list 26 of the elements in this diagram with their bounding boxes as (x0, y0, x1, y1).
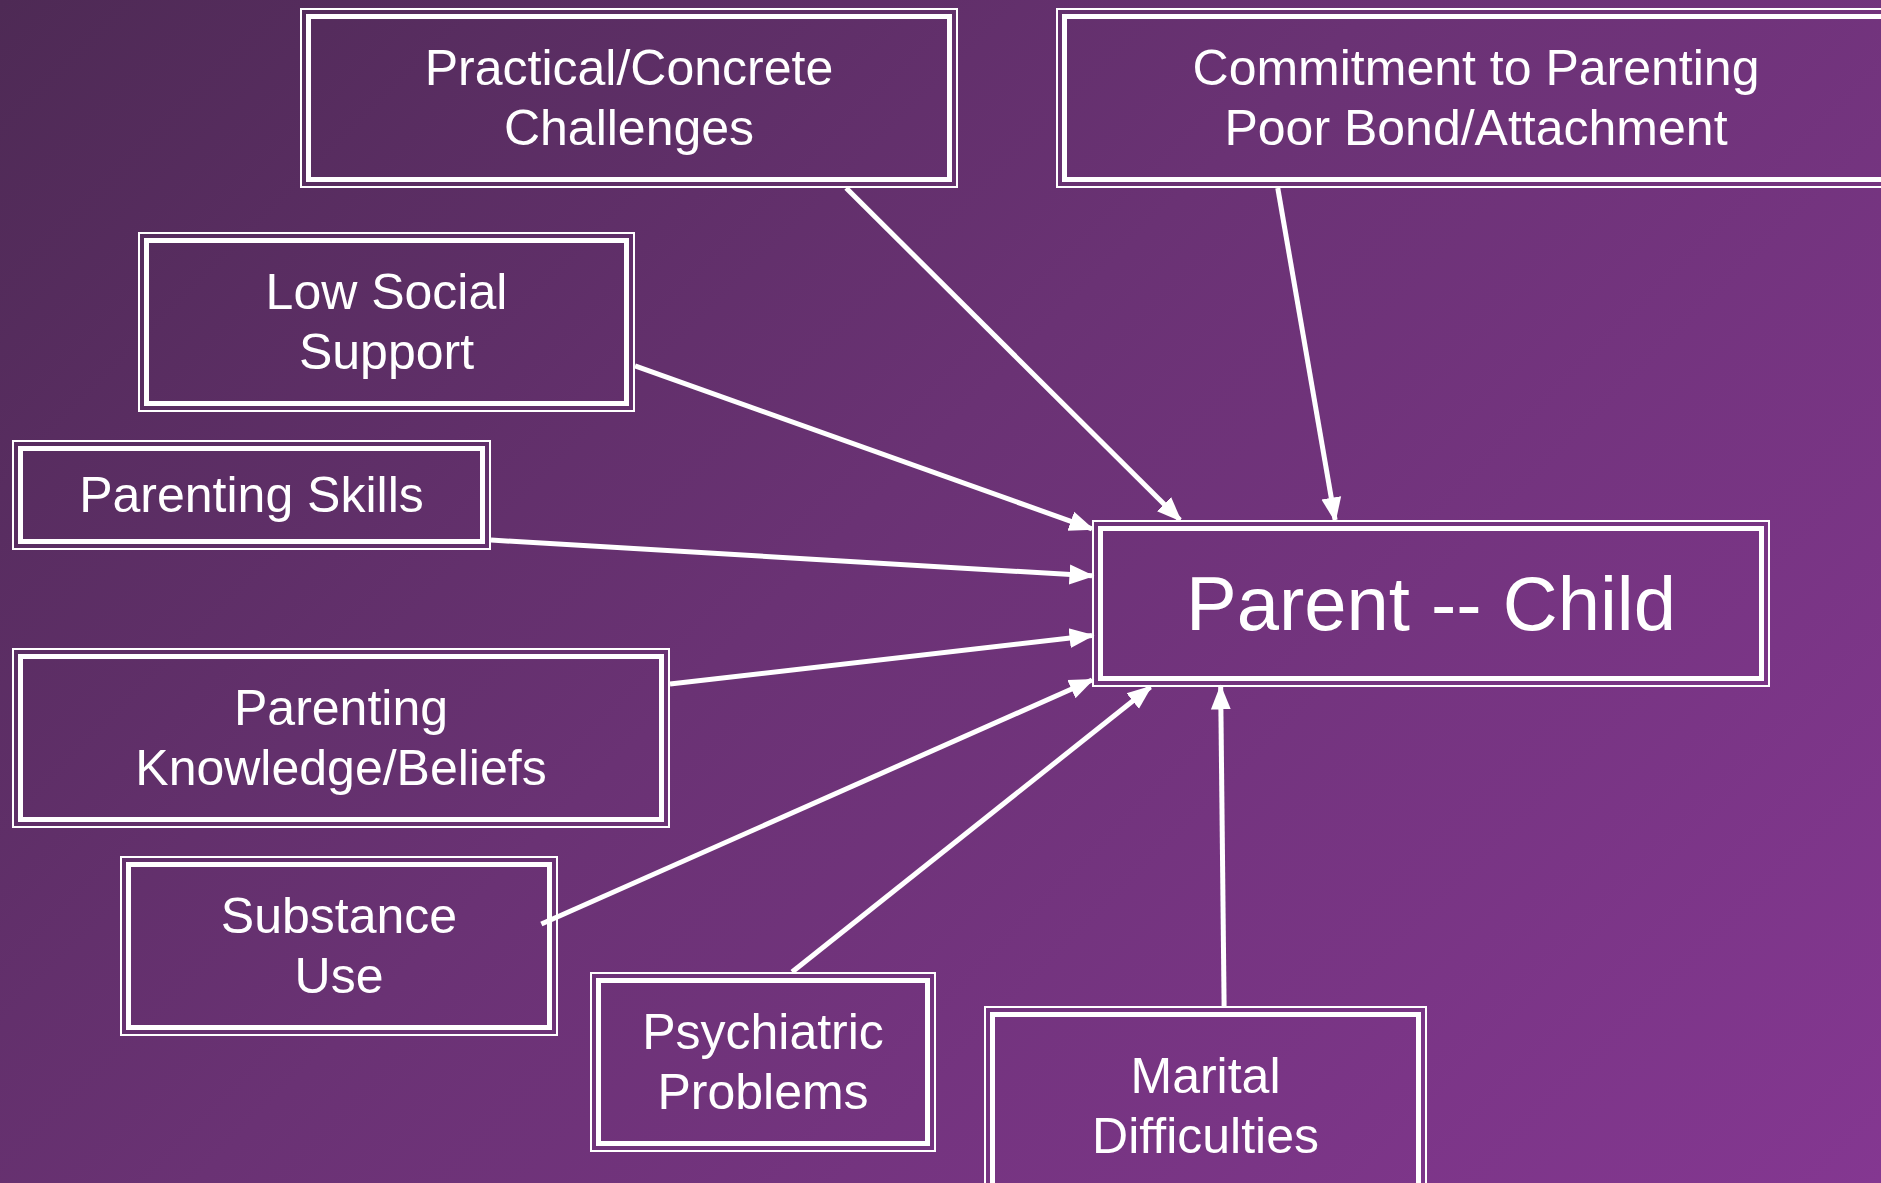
box-label: Parenting Knowledge/Beliefs (134, 679, 548, 798)
arrow (1275, 187, 1342, 523)
arrow (540, 677, 1095, 927)
box-label: Parenting Skills (79, 466, 424, 525)
arrow (669, 628, 1095, 687)
box-label: Practical/Concrete Challenges (423, 39, 835, 158)
arrow (844, 186, 1182, 522)
text-box (120, 856, 558, 1036)
arrow (490, 537, 1095, 585)
box-label: Substance Use (219, 887, 459, 1006)
text-box (12, 648, 670, 828)
box-label: Parent -- Child (1186, 559, 1676, 648)
box-label: Commitment to Parenting Poor Bond/Attachment (1191, 39, 1761, 158)
arrow (634, 363, 1095, 532)
box-label: Marital Difficulties (1091, 1047, 1320, 1166)
arrow (1210, 684, 1231, 1007)
box-label: Low Social Support (264, 263, 509, 382)
text-box (1092, 520, 1770, 687)
arrow (790, 685, 1153, 974)
text-box (300, 8, 958, 188)
text-box (1056, 8, 1881, 188)
text-box (138, 232, 635, 412)
box-label: Psychiatric Problems (641, 1003, 885, 1122)
text-box (984, 1006, 1427, 1183)
text-box (12, 440, 491, 550)
text-box (590, 972, 936, 1152)
